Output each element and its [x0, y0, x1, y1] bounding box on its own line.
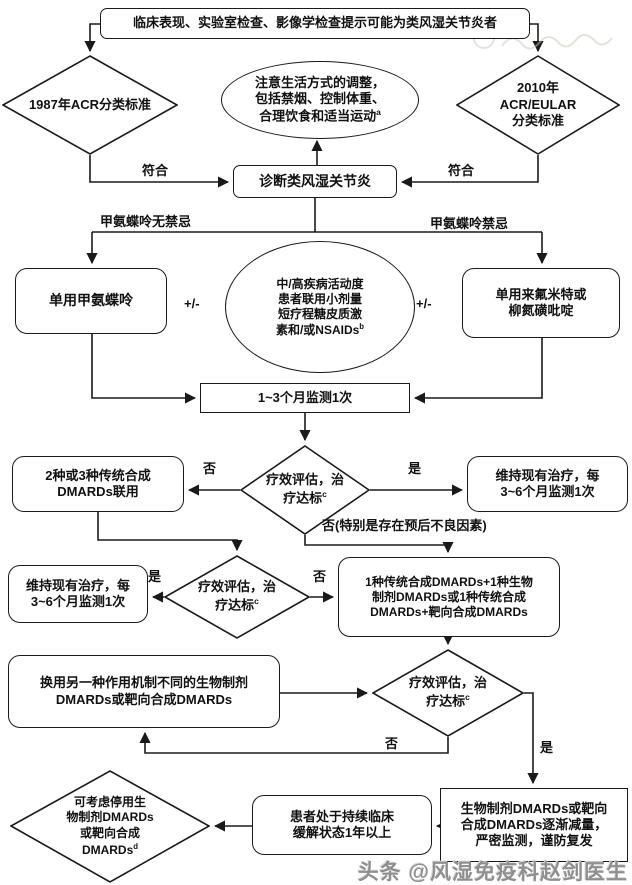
node-lifestyle-note: 注意生活方式的调整， 包括禁烟、控制体重、 合理饮食和适当运动a: [221, 61, 419, 139]
diamond-shape: [240, 445, 370, 535]
edge-label-fuhe-left: 符合: [142, 163, 169, 178]
node-acr1987: 1987年ACR分类标准: [2, 55, 178, 155]
diamond-shape: [2, 55, 178, 155]
node-diagnosis-label: 诊断类风湿关节炎: [259, 172, 371, 189]
node-gc-note: 中/高疾病活动度 患者联用小剂量 短疗程糖皮质激 素和/或NSAIDsb: [225, 241, 415, 373]
edge-label-pm-right: +/-: [416, 296, 432, 311]
node-taper: 生物制剂DMARDs或靶向 合成DMARDs逐渐减量， 严密监测，谨防复发: [440, 788, 628, 862]
edge-label-no2: 否: [313, 569, 327, 584]
node-assess3: 疗效评估，治 疗达标c: [372, 649, 524, 737]
node-remission-label: 患者处于持续临床 缓解状态1年以上: [289, 808, 394, 840]
node-assess2-label: 疗效评估，治 疗达标c: [197, 579, 276, 613]
node-mtx-mono: 单用甲氨蝶呤: [15, 268, 167, 334]
edge-label-yes3: 是: [540, 740, 554, 755]
watermark-text: 头条 @风湿免疫科赵剑医生: [357, 861, 628, 884]
node-bio-combo-label: 1种传统合成DMARDs+1种生物 制剂DMARDs或1种传统合成 DMARDs…: [365, 574, 533, 619]
node-csdmards-combo: 2种或3种传统合成 DMARDs联用: [12, 456, 184, 512]
node-lef-ssz-label: 单用来氟米特或 柳氮磺吡啶: [495, 286, 587, 318]
node-gc-note-label: 中/高疾病活动度 患者联用小剂量 短疗程糖皮质激 素和/或NSAIDsb: [275, 276, 365, 337]
node-assess3-label: 疗效评估，治 疗达标c: [408, 675, 487, 709]
node-diagnosis: 诊断类风湿关节炎: [233, 165, 397, 198]
node-maintain2: 维持现有治疗，每 3~6个月监测1次: [8, 565, 148, 623]
node-remission: 患者处于持续临床 缓解状态1年以上: [252, 795, 432, 855]
edges: [84, 23, 548, 832]
node-acr1987-label: 1987年ACR分类标准: [28, 96, 152, 112]
edge-label-mtx-contra: 甲氨蝶呤禁忌: [430, 216, 509, 231]
edge-label-no1: 否: [203, 461, 217, 476]
node-assess2: 疗效评估，治 疗达标c: [164, 555, 310, 639]
node-acr2010: 2010年 ACR/EULAR 分类标准: [456, 55, 620, 155]
node-consider-stop: 可考虑停用生 物制剂DMARDs 或靶向合成 DMARDsd: [10, 770, 210, 883]
node-consider-stop-label: 可考虑停用生 物制剂DMARDs 或靶向合成 DMARDsd: [66, 794, 154, 857]
node-monitor-label: 1~3个月监测1次: [257, 389, 353, 405]
edge-label-yes2: 是: [148, 569, 162, 584]
node-assess1-label: 疗效评估，治 疗达标c: [265, 472, 344, 506]
node-maintain1: 维持现有治疗，每 3~6个月监测1次: [467, 456, 628, 512]
node-mtx-mono-label: 单用甲氨蝶呤: [49, 292, 133, 309]
node-screening-label: 临床表现、实验室检查、影像学检查提示可能为类风湿关节炎者: [132, 15, 497, 31]
node-taper-label: 生物制剂DMARDs或靶向 合成DMARDs逐渐减量， 严密监测，谨防复发: [460, 800, 608, 849]
edge-label-mtx-no-contra: 甲氨蝶呤无禁忌: [100, 214, 192, 229]
node-maintain1-label: 维持现有治疗，每 3~6个月监测1次: [495, 467, 600, 499]
edge-label-yes1: 是: [408, 461, 422, 476]
diamond-shape: [372, 649, 524, 737]
node-maintain2-label: 维持现有治疗，每 3~6个月监测1次: [25, 577, 130, 609]
node-csdmards-combo-label: 2种或3种传统合成 DMARDs联用: [45, 467, 151, 499]
edge-label-no-special: 否(特别是存在预后不良因素): [322, 518, 487, 533]
node-assess1: 疗效评估，治 疗达标c: [240, 445, 370, 535]
node-monitor: 1~3个月监测1次: [200, 383, 410, 413]
node-lef-ssz: 单用来氟米特或 柳氮磺吡啶: [462, 268, 620, 338]
edge-label-no3: 否: [385, 736, 399, 751]
diamond-shape: [456, 55, 620, 155]
node-screening: 临床表现、实验室检查、影像学检查提示可能为类风湿关节炎者: [100, 8, 530, 39]
node-bio-combo: 1种传统合成DMARDs+1种生物 制剂DMARDs或1种传统合成 DMARDs…: [338, 557, 560, 637]
node-lifestyle-note-label: 注意生活方式的调整， 包括禁烟、控制体重、 合理饮食和适当运动a: [254, 74, 385, 124]
node-switch-moa-label: 换用另一种作用机制不同的生物制剂 DMARDs或靶向合成DMARDs: [39, 675, 248, 707]
node-acr2010-label: 2010年 ACR/EULAR 分类标准: [499, 79, 577, 129]
edge-label-pm-left: +/-: [184, 296, 200, 311]
edge-label-fuhe-right: 符合: [448, 163, 475, 178]
diamond-shape: [164, 555, 310, 639]
node-switch-moa: 换用另一种作用机制不同的生物制剂 DMARDs或靶向合成DMARDs: [8, 655, 280, 728]
diamond-shape: [10, 770, 210, 883]
